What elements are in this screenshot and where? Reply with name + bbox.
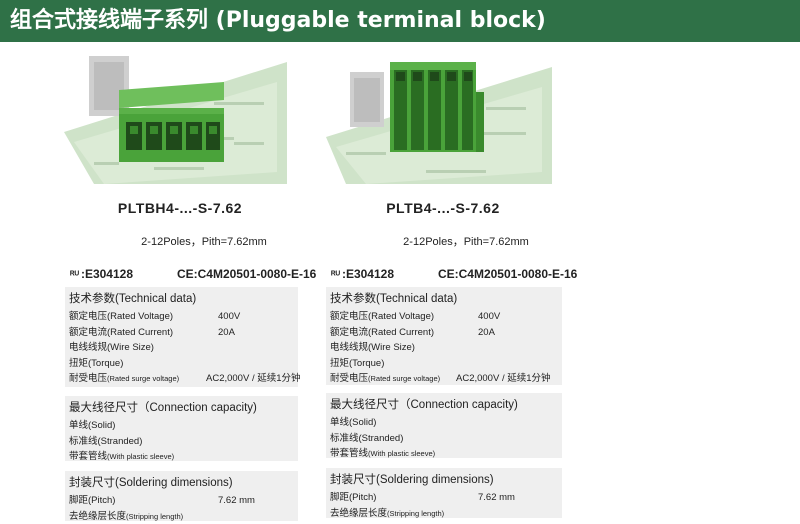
spec-row: 单线(Solid) [330, 417, 377, 428]
model-name: PLTBH4-...-S-7.62 [117, 200, 243, 216]
spec-row: 脚距(Pitch)7.62 mm [69, 495, 255, 506]
ul-logo-icon: ᴿᵁ [70, 270, 79, 281]
pole-spec: 2-12Poles，Pith=7.62mm [403, 236, 529, 248]
connection-capacity-panel: 最大线径尺寸（Connection capacity) 单线(Solid) 标准… [326, 393, 562, 459]
spec-row: 脚距(Pitch)7.62 mm [330, 492, 515, 503]
technical-data-panel: 技术参数(Technical data) 额定电压(Rated Voltage)… [65, 287, 301, 387]
spec-row: 单线(Solid) [69, 420, 116, 431]
spec-row: 额定电流(Rated Current)20A [69, 326, 235, 338]
section-title: 最大线径尺寸（Connection capacity) [69, 402, 257, 414]
ul-number: :E304128 [80, 267, 133, 281]
certification-line: ᴿᵁ:E304128 CE:C4M20501-0080-E-16 [331, 267, 800, 281]
spec-row: 带套管线(With plastic sleeve) [69, 451, 175, 462]
spec-row: 扭矩(Torque) [69, 357, 124, 369]
spec-row: 额定电流(Rated Current)20A [330, 326, 495, 338]
spec-row: 耐受电压(Rated surge voltage)AC2,000V / 延续1分… [330, 373, 551, 384]
product-photo-pltb4 [326, 42, 552, 184]
pole-spec: 2-12Poles，Pith=7.62mm [141, 236, 267, 248]
section-title: 封装尺寸(Soldering dimensions) [69, 477, 233, 489]
spec-row: 额定电压(Rated Voltage)400V [69, 311, 241, 322]
spec-row: 电线线规(Wire Size) [69, 342, 154, 353]
ul-logo-icon: ᴿᵁ [331, 270, 340, 281]
model-name: PLTB4-...-S-7.62 [386, 200, 500, 216]
spec-row: 带套管线(With plastic sleeve) [330, 448, 436, 459]
section-title: 封装尺寸(Soldering dimensions) [330, 474, 494, 486]
spec-row: 去绝缘层长度(Stripping length) [330, 507, 445, 519]
section-title: 技术参数(Technical data) [69, 293, 197, 305]
ce-number: CE:C4M20501-0080-E-16 [437, 267, 578, 281]
spec-row: 标准线(Stranded) [69, 435, 143, 447]
spec-row: 标准线(Stranded) [330, 432, 404, 444]
product-photo-pltbh4 [64, 42, 287, 184]
soldering-dimensions-panel: 封装尺寸(Soldering dimensions) 脚距(Pitch)7.62… [326, 468, 562, 519]
page-title: 组合式接线端子系列 (Pluggable terminal block) [0, 0, 800, 42]
section-title: 技术参数(Technical data) [330, 293, 458, 305]
spec-row: 扭矩(Torque) [330, 357, 385, 369]
connection-capacity-panel: 最大线径尺寸（Connection capacity) 单线(Solid) 标准… [65, 396, 298, 462]
spec-row: 额定电压(Rated Voltage)400V [330, 311, 501, 322]
section-title: 最大线径尺寸（Connection capacity) [330, 399, 518, 411]
spec-row: 电线线规(Wire Size) [330, 342, 415, 353]
soldering-dimensions-panel: 封装尺寸(Soldering dimensions) 脚距(Pitch)7.62… [65, 471, 298, 522]
spec-row: 去绝缘层长度(Stripping length) [69, 510, 184, 522]
ce-number: CE:C4M20501-0080-E-16 [176, 267, 317, 281]
technical-data-panel: 技术参数(Technical data) 额定电压(Rated Voltage)… [326, 287, 562, 385]
spec-row: 耐受电压(Rated surge voltage)AC2,000V / 延续1分… [69, 373, 301, 384]
ul-number: :E304128 [341, 267, 394, 281]
